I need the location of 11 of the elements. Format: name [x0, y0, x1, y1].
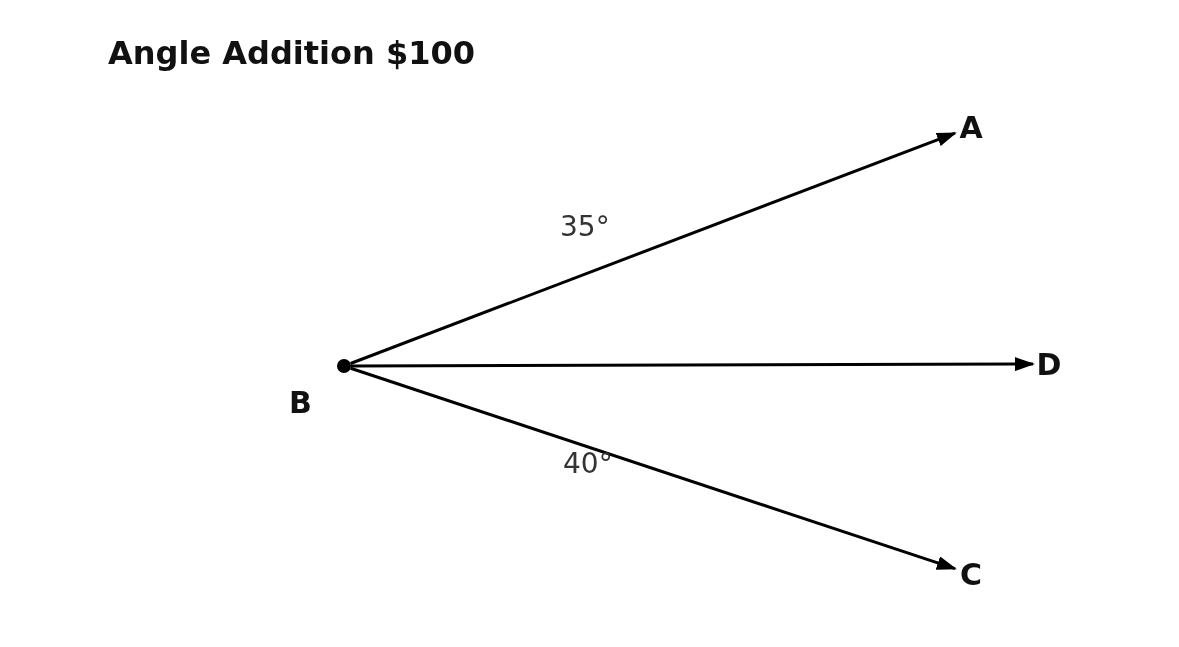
ray-arrow: [350, 131, 957, 365]
vertex-point: [337, 359, 351, 373]
point-label: A: [955, 110, 987, 144]
point-label: B: [289, 385, 312, 420]
point-label: D: [1033, 347, 1065, 381]
ray-arrow: [351, 357, 1035, 372]
title: Angle Addition $100: [108, 34, 476, 72]
point-label: C: [955, 557, 987, 591]
angle-measure: 35°: [560, 210, 610, 243]
angle-measure: 40°: [563, 447, 613, 480]
ray-arrow: [350, 366, 957, 571]
